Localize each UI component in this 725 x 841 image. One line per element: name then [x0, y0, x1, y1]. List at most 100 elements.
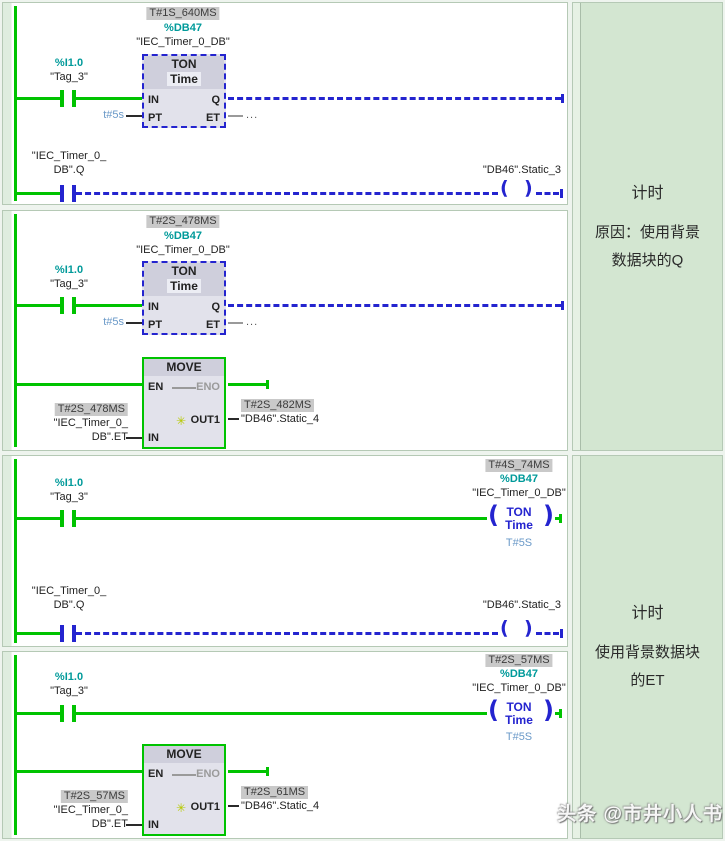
move-dst-operand[interactable]: "DB46".Static_4 — [241, 413, 320, 425]
move-src-l1[interactable]: "IEC_Timer_0_ — [53, 804, 128, 816]
wire — [126, 437, 142, 439]
db-address[interactable]: %DB47 — [164, 230, 202, 242]
block-header: TON Time — [144, 56, 224, 89]
no-contact[interactable] — [60, 297, 76, 314]
timer-coil-open-icon[interactable]: ( — [488, 696, 499, 724]
comment-line: 数据块的Q — [611, 251, 684, 269]
network-comment-cell-2[interactable]: 计时 使用背景数据块 的ET — [572, 455, 723, 839]
pin-in: IN — [148, 301, 159, 313]
pt-value[interactable]: t#5s — [103, 109, 124, 121]
contact-name[interactable]: "Tag_3" — [50, 491, 88, 503]
db-name[interactable]: "IEC_Timer_0_DB" — [472, 682, 566, 694]
coil-close-icon[interactable]: ) — [524, 617, 533, 639]
timer-value-badge: T#4S_74MS — [485, 459, 553, 472]
timer-coil-type[interactable]: TON — [506, 505, 532, 519]
contact-name[interactable]: "Tag_3" — [50, 685, 88, 697]
et-unassigned[interactable]: ... — [246, 109, 259, 121]
pin-en: EN — [148, 381, 164, 393]
pt-value[interactable]: t#5s — [103, 316, 124, 328]
q-contact-name-l2[interactable]: DB".Q — [53, 599, 85, 611]
q-contact-name-l1[interactable]: "IEC_Timer_0_ — [31, 150, 107, 162]
contact-name[interactable]: "Tag_3" — [50, 71, 88, 83]
timer-coil-datatype[interactable]: Time — [505, 713, 533, 727]
timer-coil-close-icon[interactable]: ) — [543, 696, 554, 724]
timer-coil-close-icon[interactable]: ) — [543, 501, 554, 529]
no-contact[interactable] — [60, 185, 76, 202]
contact-address[interactable]: %I1.0 — [54, 57, 84, 69]
no-contact[interactable] — [60, 90, 76, 107]
timer-coil-datatype[interactable]: Time — [505, 518, 533, 532]
move-block[interactable]: MOVE EN ENO ✳ OUT1 IN — [142, 744, 226, 836]
db-address[interactable]: %DB47 — [500, 473, 538, 485]
db-address[interactable]: %DB47 — [500, 668, 538, 680]
comment-margin — [573, 3, 581, 450]
wire — [126, 824, 142, 826]
network-4: T#2S_57MS %DB47 "IEC_Timer_0_DB" %I1.0 "… — [2, 651, 568, 839]
power-rail — [14, 6, 17, 201]
no-contact[interactable] — [60, 510, 76, 527]
substitute-value-icon: ✳ — [176, 801, 187, 815]
wire — [16, 712, 60, 715]
comment-line: 原因：使用背景 — [594, 223, 700, 241]
network-margin — [3, 3, 12, 204]
move-dst-operand[interactable]: "DB46".Static_4 — [241, 800, 320, 812]
db-address[interactable]: %DB47 — [164, 22, 202, 34]
contact-address[interactable]: %I1.0 — [54, 477, 84, 489]
block-title: TON — [171, 264, 197, 278]
pin-eno: ENO — [196, 768, 220, 780]
contact-name[interactable]: "Tag_3" — [50, 278, 88, 290]
timer-value-badge: T#2S_478MS — [146, 215, 220, 228]
network-comment-cell-1[interactable]: 计时 原因：使用背景 数据块的Q — [572, 2, 723, 451]
no-contact[interactable] — [60, 625, 76, 642]
move-block[interactable]: MOVE EN ENO ✳ OUT1 IN — [142, 357, 226, 449]
db-name[interactable]: "IEC_Timer_0_DB" — [136, 244, 230, 256]
move-src-badge: T#2S_478MS — [54, 403, 128, 416]
timer-coil-pt-value[interactable]: T#5S — [505, 731, 533, 743]
pin-q: Q — [211, 301, 220, 313]
wire — [228, 805, 239, 807]
coil-operand[interactable]: "DB46".Static_3 — [482, 164, 561, 176]
timer-coil-type[interactable]: TON — [506, 700, 532, 714]
wire — [228, 418, 239, 420]
timer-coil-open-icon[interactable]: ( — [488, 501, 499, 529]
ton-timer-block[interactable]: TON Time IN Q PT ET — [142, 261, 226, 335]
wire — [76, 97, 142, 100]
q-contact-name-l1[interactable]: "IEC_Timer_0_ — [31, 585, 107, 597]
move-src-l1[interactable]: "IEC_Timer_0_ — [53, 417, 128, 429]
coil-open-icon[interactable]: ( — [500, 177, 509, 199]
wire-false — [76, 632, 498, 635]
wire-end — [561, 94, 564, 103]
coil-close-icon[interactable]: ) — [524, 177, 533, 199]
ton-timer-block[interactable]: TON Time IN Q PT ET — [142, 54, 226, 128]
move-src-l2[interactable]: DB".ET — [91, 818, 128, 830]
block-title: MOVE — [144, 359, 224, 376]
substitute-value-icon: ✳ — [176, 414, 187, 428]
contact-address[interactable]: %I1.0 — [54, 671, 84, 683]
wire-end — [561, 301, 564, 310]
timer-coil-pt-value[interactable]: T#5S — [505, 537, 533, 549]
contact-address[interactable]: %I1.0 — [54, 264, 84, 276]
wire — [16, 770, 142, 773]
wire-q-false — [228, 304, 561, 307]
no-contact[interactable] — [60, 705, 76, 722]
comment-title: 计时 — [631, 605, 664, 622]
db-name[interactable]: "IEC_Timer_0_DB" — [472, 487, 566, 499]
wire — [555, 517, 560, 520]
power-rail — [14, 459, 17, 643]
q-contact-name-l2[interactable]: DB".Q — [53, 164, 85, 176]
db-name[interactable]: "IEC_Timer_0_DB" — [136, 36, 230, 48]
coil-operand[interactable]: "DB46".Static_3 — [482, 599, 561, 611]
network-margin — [3, 652, 12, 838]
en-eno-link — [172, 387, 196, 389]
pin-et: ET — [205, 319, 220, 331]
wire-et — [228, 322, 243, 324]
block-title: MOVE — [144, 746, 224, 763]
comment-margin — [573, 456, 581, 838]
wire-q-false — [228, 97, 561, 100]
coil-open-icon[interactable]: ( — [500, 617, 509, 639]
et-unassigned[interactable]: ... — [246, 316, 259, 328]
pin-eno: ENO — [196, 381, 220, 393]
move-src-l2[interactable]: DB".ET — [91, 431, 128, 443]
comment-line: 使用背景数据块 — [594, 644, 700, 661]
